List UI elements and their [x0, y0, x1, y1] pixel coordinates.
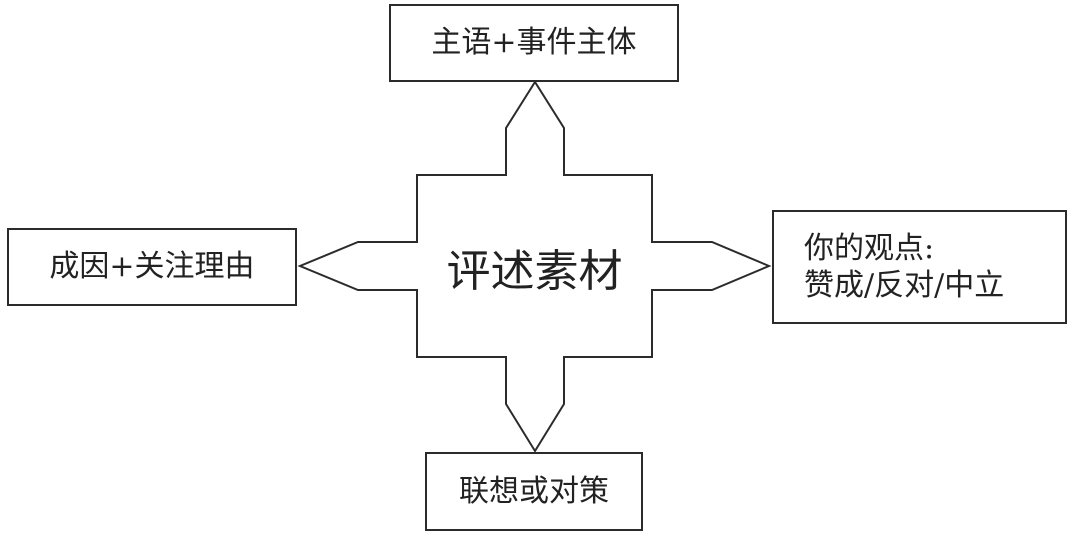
bottom-box-label: 联想或对策: [459, 473, 609, 509]
center-cross-arrow-shape: [297, 80, 772, 453]
bottom-box: 联想或对策: [425, 452, 643, 531]
top-box: 主语+事件主体: [389, 4, 679, 82]
top-box-label: 主语+事件主体: [431, 25, 637, 61]
right-box: 你的观点: 赞成/反对/中立: [772, 210, 1067, 324]
center-label: 评述素材: [446, 246, 623, 297]
left-box-label: 成因+关注理由: [49, 249, 255, 285]
left-box: 成因+关注理由: [7, 228, 297, 306]
right-box-line1: 你的观点:: [804, 230, 935, 266]
right-box-line2: 赞成/反对/中立: [804, 268, 1005, 303]
